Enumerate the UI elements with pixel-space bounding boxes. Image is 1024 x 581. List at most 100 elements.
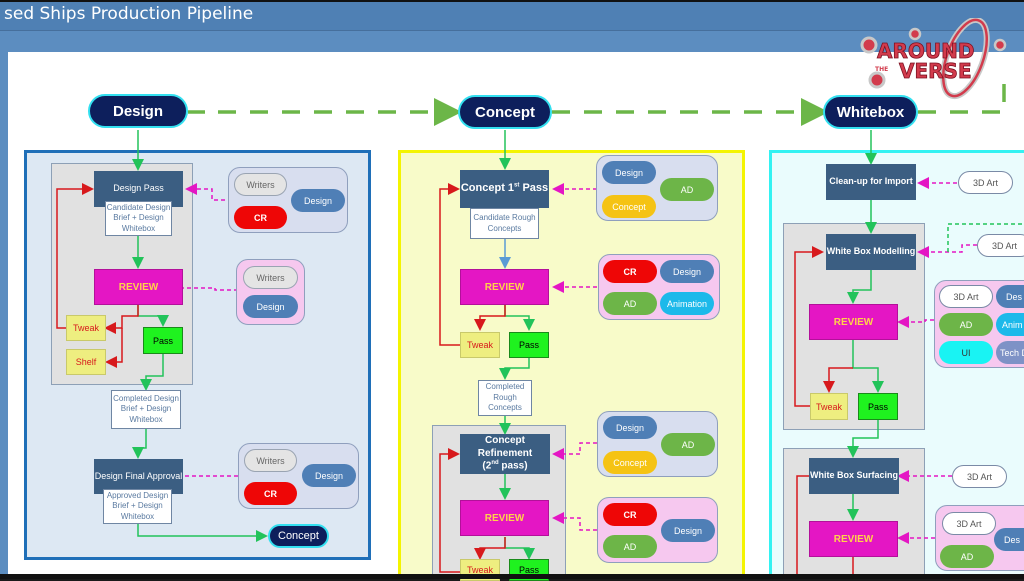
design-review-step[interactable]: REVIEW: [94, 269, 183, 305]
pill-cr[interactable]: CR: [603, 260, 657, 283]
pill-label: Des: [1004, 534, 1021, 545]
white-box-surfacing-label: White Box Surfacing: [809, 470, 898, 481]
design-tweak-step[interactable]: Tweak: [66, 315, 106, 341]
pill-design[interactable]: Design: [660, 260, 714, 283]
pill-design[interactable]: Design: [661, 519, 715, 542]
design-approval-inputs: Writers Design CR: [238, 443, 359, 509]
pill-design[interactable]: Design: [243, 295, 298, 318]
pill-design[interactable]: Design: [302, 464, 356, 487]
approved-design-brief-doc[interactable]: Approved Design Brief + Design Whitebox: [103, 489, 172, 524]
pill-label: Design: [673, 525, 702, 536]
concept-review-step[interactable]: REVIEW: [460, 269, 549, 305]
pill-writers[interactable]: Writers: [234, 173, 287, 196]
pill-ad[interactable]: AD: [939, 313, 993, 336]
pill-ad[interactable]: AD: [603, 535, 657, 558]
next-concept-pill[interactable]: Concept: [268, 524, 329, 548]
approved-design-brief-label: Approved Design Brief + Design Whitebox: [106, 490, 169, 521]
pill-cr[interactable]: CR: [603, 503, 657, 526]
pill-cr[interactable]: CR: [234, 206, 287, 229]
pill-3d-art[interactable]: 3D Art: [952, 465, 1007, 488]
pill-3d-art[interactable]: 3D Art: [942, 512, 996, 535]
pill-concept[interactable]: Concept: [603, 451, 657, 474]
pill-label: Writers: [256, 455, 285, 466]
pill-label: CR: [623, 266, 637, 277]
concept-tweak-label: Tweak: [466, 340, 493, 350]
whitebox-review-step[interactable]: REVIEW: [809, 304, 898, 340]
pill-writers[interactable]: Writers: [243, 266, 298, 289]
design-pass-label: Design Pass: [113, 183, 164, 194]
concept-refinement-inputs: Design AD Concept: [597, 411, 718, 477]
design-final-approval-task[interactable]: Design Final Approval: [94, 459, 183, 494]
candidate-rough-concepts-doc[interactable]: Candidate Rough Concepts: [470, 208, 539, 239]
pill-label: CR: [623, 509, 637, 520]
label-pre: (2: [482, 460, 492, 472]
pill-3d-art[interactable]: 3D Art: [939, 285, 993, 308]
pill-design[interactable]: Design: [602, 161, 656, 184]
design-shelf-step[interactable]: Shelf: [66, 349, 106, 375]
pill-animation[interactable]: Anim: [996, 313, 1024, 336]
pill-ad[interactable]: AD: [660, 178, 714, 201]
pill-label: Tech D: [1000, 347, 1024, 358]
design-pass-step[interactable]: Pass: [143, 327, 183, 354]
logo-text-around: AROUND: [877, 39, 974, 63]
pill-ad[interactable]: AD: [661, 433, 715, 456]
whitebox-review-label: REVIEW: [833, 316, 874, 328]
pill-label: Concept: [612, 201, 646, 212]
phase-design[interactable]: Design: [88, 94, 188, 128]
candidate-design-brief-doc[interactable]: Candidate Design Brief + Design Whitebox: [105, 201, 172, 236]
pill-writers[interactable]: Writers: [244, 449, 297, 472]
whitebox-pass-step[interactable]: Pass: [858, 393, 898, 420]
concept-tweak-step[interactable]: Tweak: [460, 332, 500, 358]
pill-ad[interactable]: AD: [940, 545, 994, 568]
pill-3d-art[interactable]: 3D Art: [977, 234, 1024, 257]
pill-concept[interactable]: Concept: [602, 195, 656, 218]
pill-design[interactable]: Des: [994, 528, 1024, 551]
label-sup: st: [514, 182, 520, 189]
concept-review2-step[interactable]: REVIEW: [460, 500, 549, 536]
design-shelf-label: Shelf: [75, 357, 97, 367]
whitebox-review-inputs: 3D Art Des AD Anim UI Tech D: [934, 280, 1024, 368]
pill-design[interactable]: Design: [603, 416, 657, 439]
completed-rough-concepts-label: Completed Rough Concepts: [485, 382, 525, 413]
pill-3d-art[interactable]: 3D Art: [958, 171, 1013, 194]
whitebox-review2-inputs: 3D Art Des AD: [935, 505, 1024, 571]
pill-tech-design[interactable]: Tech D: [996, 341, 1024, 364]
pill-animation[interactable]: Animation: [660, 292, 714, 315]
whitebox-pass-label: Pass: [867, 401, 888, 412]
pill-label: Des: [1006, 291, 1023, 302]
pill-cr[interactable]: CR: [244, 482, 297, 505]
pill-label: AD: [680, 184, 694, 195]
phase-design-label: Design: [112, 102, 163, 120]
label-tail: Pass: [519, 182, 549, 195]
concept-review-label: REVIEW: [484, 281, 525, 293]
whitebox-tweak-step[interactable]: Tweak: [810, 393, 848, 420]
whitebox-review2-step[interactable]: REVIEW: [809, 521, 898, 557]
concept-pass-step[interactable]: Pass: [509, 332, 549, 358]
label-sup: nd: [491, 460, 499, 467]
cleanup-for-import-task[interactable]: Clean-up for Import: [826, 164, 916, 200]
concept-first-pass-task[interactable]: Concept 1st Pass: [460, 170, 549, 208]
pill-label: AD: [960, 551, 974, 562]
candidate-design-brief-label: Candidate Design Brief + Design Whitebox: [106, 202, 171, 233]
pill-label: Design: [615, 422, 644, 433]
white-box-surfacing-task[interactable]: White Box Surfacing: [809, 458, 899, 494]
pill-label: UI: [961, 347, 971, 358]
pill-label: Anim: [1002, 319, 1023, 330]
phase-concept[interactable]: Concept: [458, 95, 552, 129]
pill-design[interactable]: Des: [996, 285, 1024, 308]
pill-label: 3D Art: [956, 518, 982, 529]
completed-design-brief-doc[interactable]: Completed Design Brief + Design Whitebox: [111, 390, 181, 429]
completed-rough-concepts-doc[interactable]: Completed Rough Concepts: [478, 380, 532, 416]
pill-label: AD: [623, 298, 637, 309]
pill-ad[interactable]: AD: [603, 292, 657, 315]
pill-ui[interactable]: UI: [939, 341, 993, 364]
phase-whitebox[interactable]: Whitebox: [823, 95, 918, 129]
pill-label: Animation: [666, 298, 708, 309]
concept-pass-label: Pass: [518, 340, 539, 350]
pill-label: Design: [303, 195, 332, 206]
pill-label: 3D Art: [972, 177, 998, 188]
white-box-modelling-task[interactable]: White Box Modelling: [826, 234, 916, 270]
pill-label: AD: [959, 319, 973, 330]
pill-design[interactable]: Design: [291, 189, 345, 212]
